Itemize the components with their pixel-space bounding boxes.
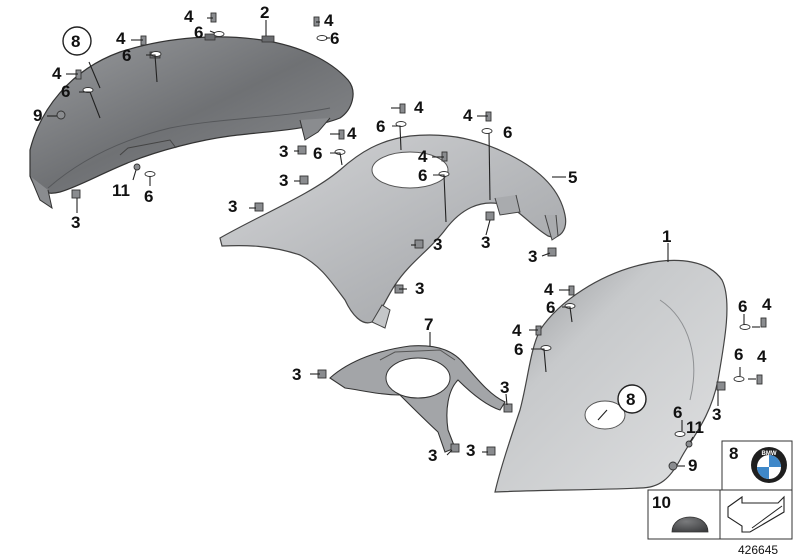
callout-6: 6 bbox=[330, 29, 339, 48]
callout-3: 3 bbox=[279, 142, 288, 161]
callout-8-circle bbox=[62, 26, 92, 56]
callout-3: 3 bbox=[228, 197, 237, 216]
callout-4: 4 bbox=[184, 7, 194, 26]
legend-cap-label: 10 bbox=[652, 493, 671, 512]
callout-4: 4 bbox=[347, 124, 357, 143]
callout-6: 6 bbox=[734, 345, 743, 364]
callout-2: 2 bbox=[260, 3, 269, 22]
legend-logo-label: 8 bbox=[729, 444, 738, 463]
arrow-symbol-icon bbox=[727, 495, 785, 533]
callout-6: 6 bbox=[673, 403, 682, 422]
callout-8: 8 bbox=[626, 390, 635, 409]
callout-4: 4 bbox=[544, 280, 554, 299]
callout-8-circle bbox=[617, 384, 647, 414]
callout-3: 3 bbox=[71, 213, 80, 232]
callout-6: 6 bbox=[313, 144, 322, 163]
callout-9: 9 bbox=[688, 456, 697, 475]
callout-4: 4 bbox=[52, 64, 62, 83]
bmw-roundel-lettering: BMW bbox=[762, 451, 777, 457]
callout-4: 4 bbox=[116, 29, 126, 48]
callout-6: 6 bbox=[503, 123, 512, 142]
callout-4: 4 bbox=[418, 147, 428, 166]
bmw-roundel-icon: BMW bbox=[751, 447, 787, 483]
callout-9: 9 bbox=[33, 106, 42, 125]
callout-4: 4 bbox=[512, 321, 522, 340]
callout-3: 3 bbox=[428, 446, 437, 465]
callout-4: 4 bbox=[324, 11, 334, 30]
callout-4: 4 bbox=[414, 98, 424, 117]
cap-icon bbox=[671, 516, 709, 533]
callouts: 2 4 6 4 6 4 6 4 6 9 3 11 6 4 6 4 6 4 6 4… bbox=[33, 3, 772, 475]
callout-3: 3 bbox=[500, 378, 509, 397]
callout-3: 3 bbox=[433, 235, 442, 254]
callout-6: 6 bbox=[194, 23, 203, 42]
bracket-frame bbox=[329, 345, 506, 453]
callout-6: 6 bbox=[122, 46, 131, 65]
callout-6: 6 bbox=[61, 82, 70, 101]
callout-3: 3 bbox=[481, 233, 490, 252]
callout-3: 3 bbox=[292, 365, 301, 384]
callout-4: 4 bbox=[757, 347, 767, 366]
callout-6: 6 bbox=[738, 297, 747, 316]
side-panel bbox=[494, 259, 728, 493]
callout-6: 6 bbox=[144, 187, 153, 206]
leader-lines bbox=[47, 17, 760, 467]
callout-3: 3 bbox=[712, 405, 721, 424]
callout-4: 4 bbox=[762, 295, 772, 314]
callout-3: 3 bbox=[528, 247, 537, 266]
callout-11: 11 bbox=[686, 418, 704, 437]
callout-6: 6 bbox=[418, 166, 427, 185]
callout-4: 4 bbox=[463, 106, 473, 125]
callout-3: 3 bbox=[466, 441, 475, 460]
tank-cover-top bbox=[29, 33, 354, 210]
callout-3: 3 bbox=[415, 279, 424, 298]
callout-5: 5 bbox=[568, 168, 577, 187]
diagram-number: 426645 bbox=[738, 543, 779, 557]
callout-11: 11 bbox=[112, 181, 130, 200]
callout-1: 1 bbox=[662, 227, 671, 246]
callout-6: 6 bbox=[546, 298, 555, 317]
callout-8: 8 bbox=[71, 32, 80, 51]
callout-6: 6 bbox=[376, 117, 385, 136]
callout-7: 7 bbox=[424, 315, 433, 334]
tank-cover-center bbox=[219, 134, 567, 329]
callout-3: 3 bbox=[279, 171, 288, 190]
callout-6: 6 bbox=[514, 340, 523, 359]
legend: 8 BMW 10 bbox=[647, 440, 793, 540]
